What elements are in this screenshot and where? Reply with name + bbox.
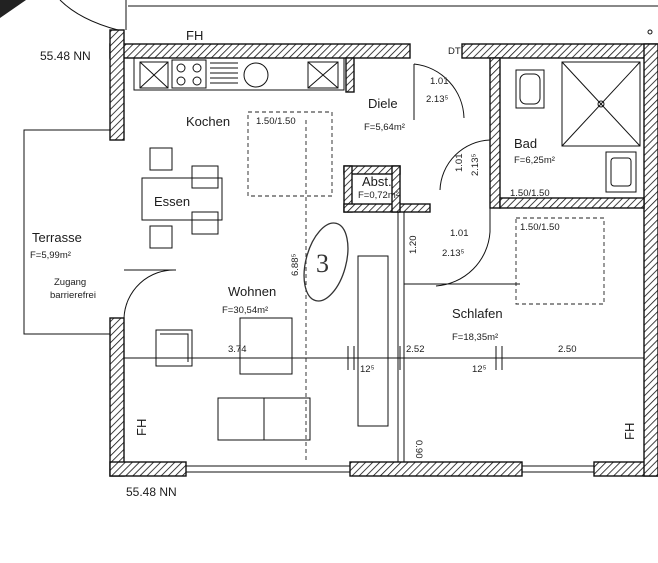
chair-3 [149,225,173,249]
fh-label-right: FH [622,423,637,440]
corner-fragment [0,0,26,18]
dim-right-width: 2.50 [558,344,577,355]
entry-door-height: 2.13⁵ [426,94,448,105]
room-terrasse: Terrasse [32,230,82,245]
entry-door-width: 1.01 [430,76,449,87]
bedroom-door-height: 2.13⁵ [442,248,464,259]
kitchen-cabinet-2 [307,61,339,89]
diele-area: F=5,64m² [364,122,405,133]
kitchen-counter [133,57,345,91]
dim-mid-width: 2.52 [406,344,425,355]
wall-top-right [461,43,658,59]
dining-table [141,177,223,221]
sink-bowl [243,62,269,88]
wall-bath-bottom [499,197,645,209]
tv-sideboard [357,255,389,427]
wall-abst-right [391,165,401,213]
wall-abst-bottom [343,203,431,213]
dim-wohnen-width: 3.74 [228,344,247,355]
zugang-line-2: barrierefrei [50,290,96,301]
wohnen-area: F=30,54m² [222,305,268,316]
room-kochen: Kochen [186,114,230,129]
fh-label-left: FH [134,419,149,436]
dim-wall-a: 12⁵ [360,364,375,375]
room-diele: Diele [368,96,398,111]
wall-bath-left [489,57,501,209]
bath-sink [605,151,637,193]
top-arc [59,0,119,31]
chair-2 [191,165,219,189]
wall-top-left [109,43,411,59]
clear-zone-bedroom [515,217,605,305]
toilet [515,69,545,109]
chair-4 [191,211,219,235]
dt-label: DT [448,46,461,57]
wall-left-lower [109,317,125,477]
level-top: 55.48 NN [40,49,91,63]
top-right-mark [647,29,653,35]
shower-tray [561,61,641,147]
chair-1 [149,147,173,171]
clear-zone-kitchen [247,111,333,197]
bedroom-door-swing [435,231,491,287]
pencil-number: 3 [316,249,329,278]
coffee-table [239,317,293,375]
kochen-opening: 1.50/1.50 [256,116,296,127]
bad-opening: 1.50/1.50 [510,188,550,199]
room-bad: Bad [514,136,537,151]
bad-area: F=6,25m² [514,155,555,166]
level-bottom: 55.48 NN [126,485,177,499]
dim-schlafen-side: 1.20 [408,236,419,255]
bath-door-width: 1.01 [454,154,465,173]
terrace-door-swing [123,269,177,319]
terrasse-area: F=5,99m² [30,250,71,261]
zugang-line-1: Zugang [54,277,86,288]
schlafen-opening: 1.50/1.50 [520,222,560,233]
room-schlafen: Schlafen [452,306,503,321]
bath-door-height: 2.13⁵ [470,154,481,176]
dim-height-wohnen: 6.88⁵ [290,254,301,276]
abst-area: F=0,72m² [358,190,399,201]
stove [171,59,207,89]
entry-door-swing [413,63,465,119]
bath-door-swing [439,139,491,191]
wall-right [643,43,658,477]
wall-left-upper [109,29,125,141]
fh-label-top: FH [186,28,203,43]
wall-diele-stub [345,57,355,93]
dim-wall-b: 12⁵ [472,364,487,375]
room-wohnen: Wohnen [228,284,276,299]
armchair [155,329,193,367]
wall-bottom-mid [349,461,523,477]
schlafen-area: F=18,35m² [452,332,498,343]
wall-bottom-right [593,461,658,477]
sink-drainboard [210,62,238,84]
pencil-circle [303,222,349,302]
kitchen-cabinet-1 [139,61,169,89]
room-essen: Essen [154,194,190,209]
room-abst: Abst. [362,174,392,189]
terrace-outline [23,129,110,335]
bedroom-door-width: 1.01 [450,228,469,239]
wall-bottom-left [109,461,187,477]
dim-schlafen-bottom: 0.90 [413,440,424,459]
